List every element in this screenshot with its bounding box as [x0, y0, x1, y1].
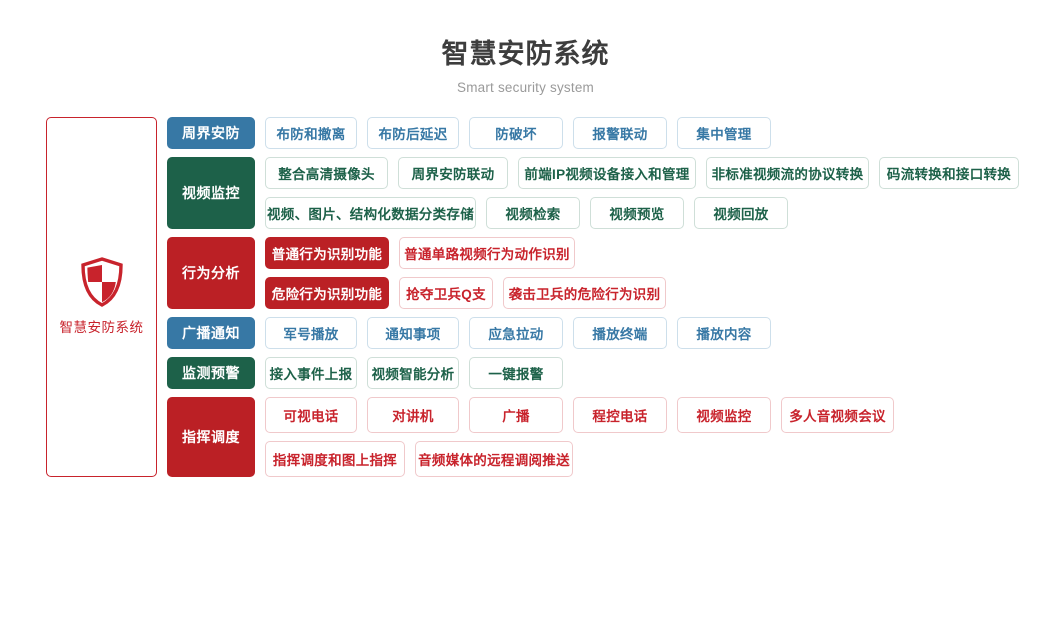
feature-chip[interactable]: 可视电话 — [265, 396, 357, 433]
feature-chip[interactable]: 视频回放 — [694, 196, 788, 229]
feature-chip[interactable]: 音频媒体的远程调阅推送 — [415, 440, 573, 477]
page-header: 智慧安防系统 Smart security system — [0, 0, 1051, 95]
category-items: 军号播放通知事项应急拉动播放终端播放内容 — [265, 316, 1019, 349]
shield-icon — [80, 257, 124, 308]
category-label[interactable]: 监测预警 — [167, 356, 255, 389]
item-line: 指挥调度和图上指挥音频媒体的远程调阅推送 — [265, 440, 1019, 477]
feature-chip[interactable]: 码流转换和接口转换 — [879, 156, 1019, 189]
item-line: 整合高清摄像头周界安防联动前端IP视频设备接入和管理非标准视频流的协议转换码流转… — [265, 156, 1019, 189]
capability-matrix: 周界安防布防和撤离布防后延迟防破坏报警联动集中管理视频监控整合高清摄像头周界安防… — [167, 116, 1019, 485]
feature-chip[interactable]: 整合高清摄像头 — [265, 156, 388, 189]
feature-chip[interactable]: 对讲机 — [367, 396, 459, 433]
feature-chip[interactable]: 播放内容 — [677, 316, 771, 349]
feature-chip[interactable]: 普通单路视频行为动作识别 — [399, 236, 575, 269]
feature-chip[interactable]: 危险行为识别功能 — [265, 276, 389, 309]
feature-chip[interactable]: 应急拉动 — [469, 316, 563, 349]
brand-panel: 智慧安防系统 — [46, 116, 157, 477]
item-line: 危险行为识别功能抢夺卫兵Q支袭击卫兵的危险行为识别 — [265, 276, 1019, 309]
item-line: 可视电话对讲机广播程控电话视频监控多人音视频会议 — [265, 396, 1019, 433]
page-subtitle: Smart security system — [457, 79, 594, 95]
category-row: 广播通知军号播放通知事项应急拉动播放终端播放内容 — [167, 316, 1019, 349]
feature-chip[interactable]: 视频、图片、结构化数据分类存储 — [265, 196, 476, 229]
category-items: 布防和撤离布防后延迟防破坏报警联动集中管理 — [265, 116, 1019, 149]
feature-chip[interactable]: 播放终端 — [573, 316, 667, 349]
feature-chip[interactable]: 接入事件上报 — [265, 356, 357, 389]
item-line: 接入事件上报视频智能分析一键报警 — [265, 356, 1019, 389]
feature-chip[interactable]: 军号播放 — [265, 316, 357, 349]
category-row: 指挥调度可视电话对讲机广播程控电话视频监控多人音视频会议指挥调度和图上指挥音频媒… — [167, 396, 1019, 477]
item-line: 布防和撤离布防后延迟防破坏报警联动集中管理 — [265, 116, 1019, 149]
feature-chip[interactable]: 程控电话 — [573, 396, 667, 433]
category-row: 监测预警接入事件上报视频智能分析一键报警 — [167, 356, 1019, 389]
brand-name: 智慧安防系统 — [59, 320, 144, 336]
category-items: 普通行为识别功能普通单路视频行为动作识别危险行为识别功能抢夺卫兵Q支袭击卫兵的危… — [265, 236, 1019, 309]
feature-chip[interactable]: 布防后延迟 — [367, 116, 459, 149]
feature-chip[interactable]: 抢夺卫兵Q支 — [399, 276, 493, 309]
feature-chip[interactable]: 指挥调度和图上指挥 — [265, 440, 405, 477]
feature-chip[interactable]: 视频智能分析 — [367, 356, 459, 389]
feature-chip[interactable]: 通知事项 — [367, 316, 459, 349]
category-label[interactable]: 视频监控 — [167, 156, 255, 229]
category-items: 接入事件上报视频智能分析一键报警 — [265, 356, 1019, 389]
category-label[interactable]: 行为分析 — [167, 236, 255, 309]
feature-chip[interactable]: 周界安防联动 — [398, 156, 508, 189]
feature-chip[interactable]: 视频预览 — [590, 196, 684, 229]
feature-chip[interactable]: 前端IP视频设备接入和管理 — [518, 156, 696, 189]
category-label[interactable]: 周界安防 — [167, 116, 255, 149]
category-row: 视频监控整合高清摄像头周界安防联动前端IP视频设备接入和管理非标准视频流的协议转… — [167, 156, 1019, 229]
page-title: 智慧安防系统 — [441, 39, 610, 69]
content-area: 智慧安防系统 周界安防布防和撤离布防后延迟防破坏报警联动集中管理视频监控整合高清… — [0, 95, 1051, 485]
category-items: 可视电话对讲机广播程控电话视频监控多人音视频会议指挥调度和图上指挥音频媒体的远程… — [265, 396, 1019, 477]
category-label[interactable]: 指挥调度 — [167, 396, 255, 477]
category-row: 行为分析普通行为识别功能普通单路视频行为动作识别危险行为识别功能抢夺卫兵Q支袭击… — [167, 236, 1019, 309]
feature-chip[interactable]: 报警联动 — [573, 116, 667, 149]
feature-chip[interactable]: 多人音视频会议 — [781, 396, 894, 433]
item-line: 普通行为识别功能普通单路视频行为动作识别 — [265, 236, 1019, 269]
feature-chip[interactable]: 广播 — [469, 396, 563, 433]
item-line: 军号播放通知事项应急拉动播放终端播放内容 — [265, 316, 1019, 349]
feature-chip[interactable]: 集中管理 — [677, 116, 771, 149]
feature-chip[interactable]: 非标准视频流的协议转换 — [706, 156, 869, 189]
item-line: 视频、图片、结构化数据分类存储视频检索视频预览视频回放 — [265, 196, 1019, 229]
feature-chip[interactable]: 一键报警 — [469, 356, 563, 389]
category-label[interactable]: 广播通知 — [167, 316, 255, 349]
feature-chip[interactable]: 视频监控 — [677, 396, 771, 433]
category-items: 整合高清摄像头周界安防联动前端IP视频设备接入和管理非标准视频流的协议转换码流转… — [265, 156, 1019, 229]
feature-chip[interactable]: 布防和撤离 — [265, 116, 357, 149]
feature-chip[interactable]: 防破坏 — [469, 116, 563, 149]
feature-chip[interactable]: 普通行为识别功能 — [265, 236, 389, 269]
category-row: 周界安防布防和撤离布防后延迟防破坏报警联动集中管理 — [167, 116, 1019, 149]
feature-chip[interactable]: 袭击卫兵的危险行为识别 — [503, 276, 666, 309]
feature-chip[interactable]: 视频检索 — [486, 196, 580, 229]
